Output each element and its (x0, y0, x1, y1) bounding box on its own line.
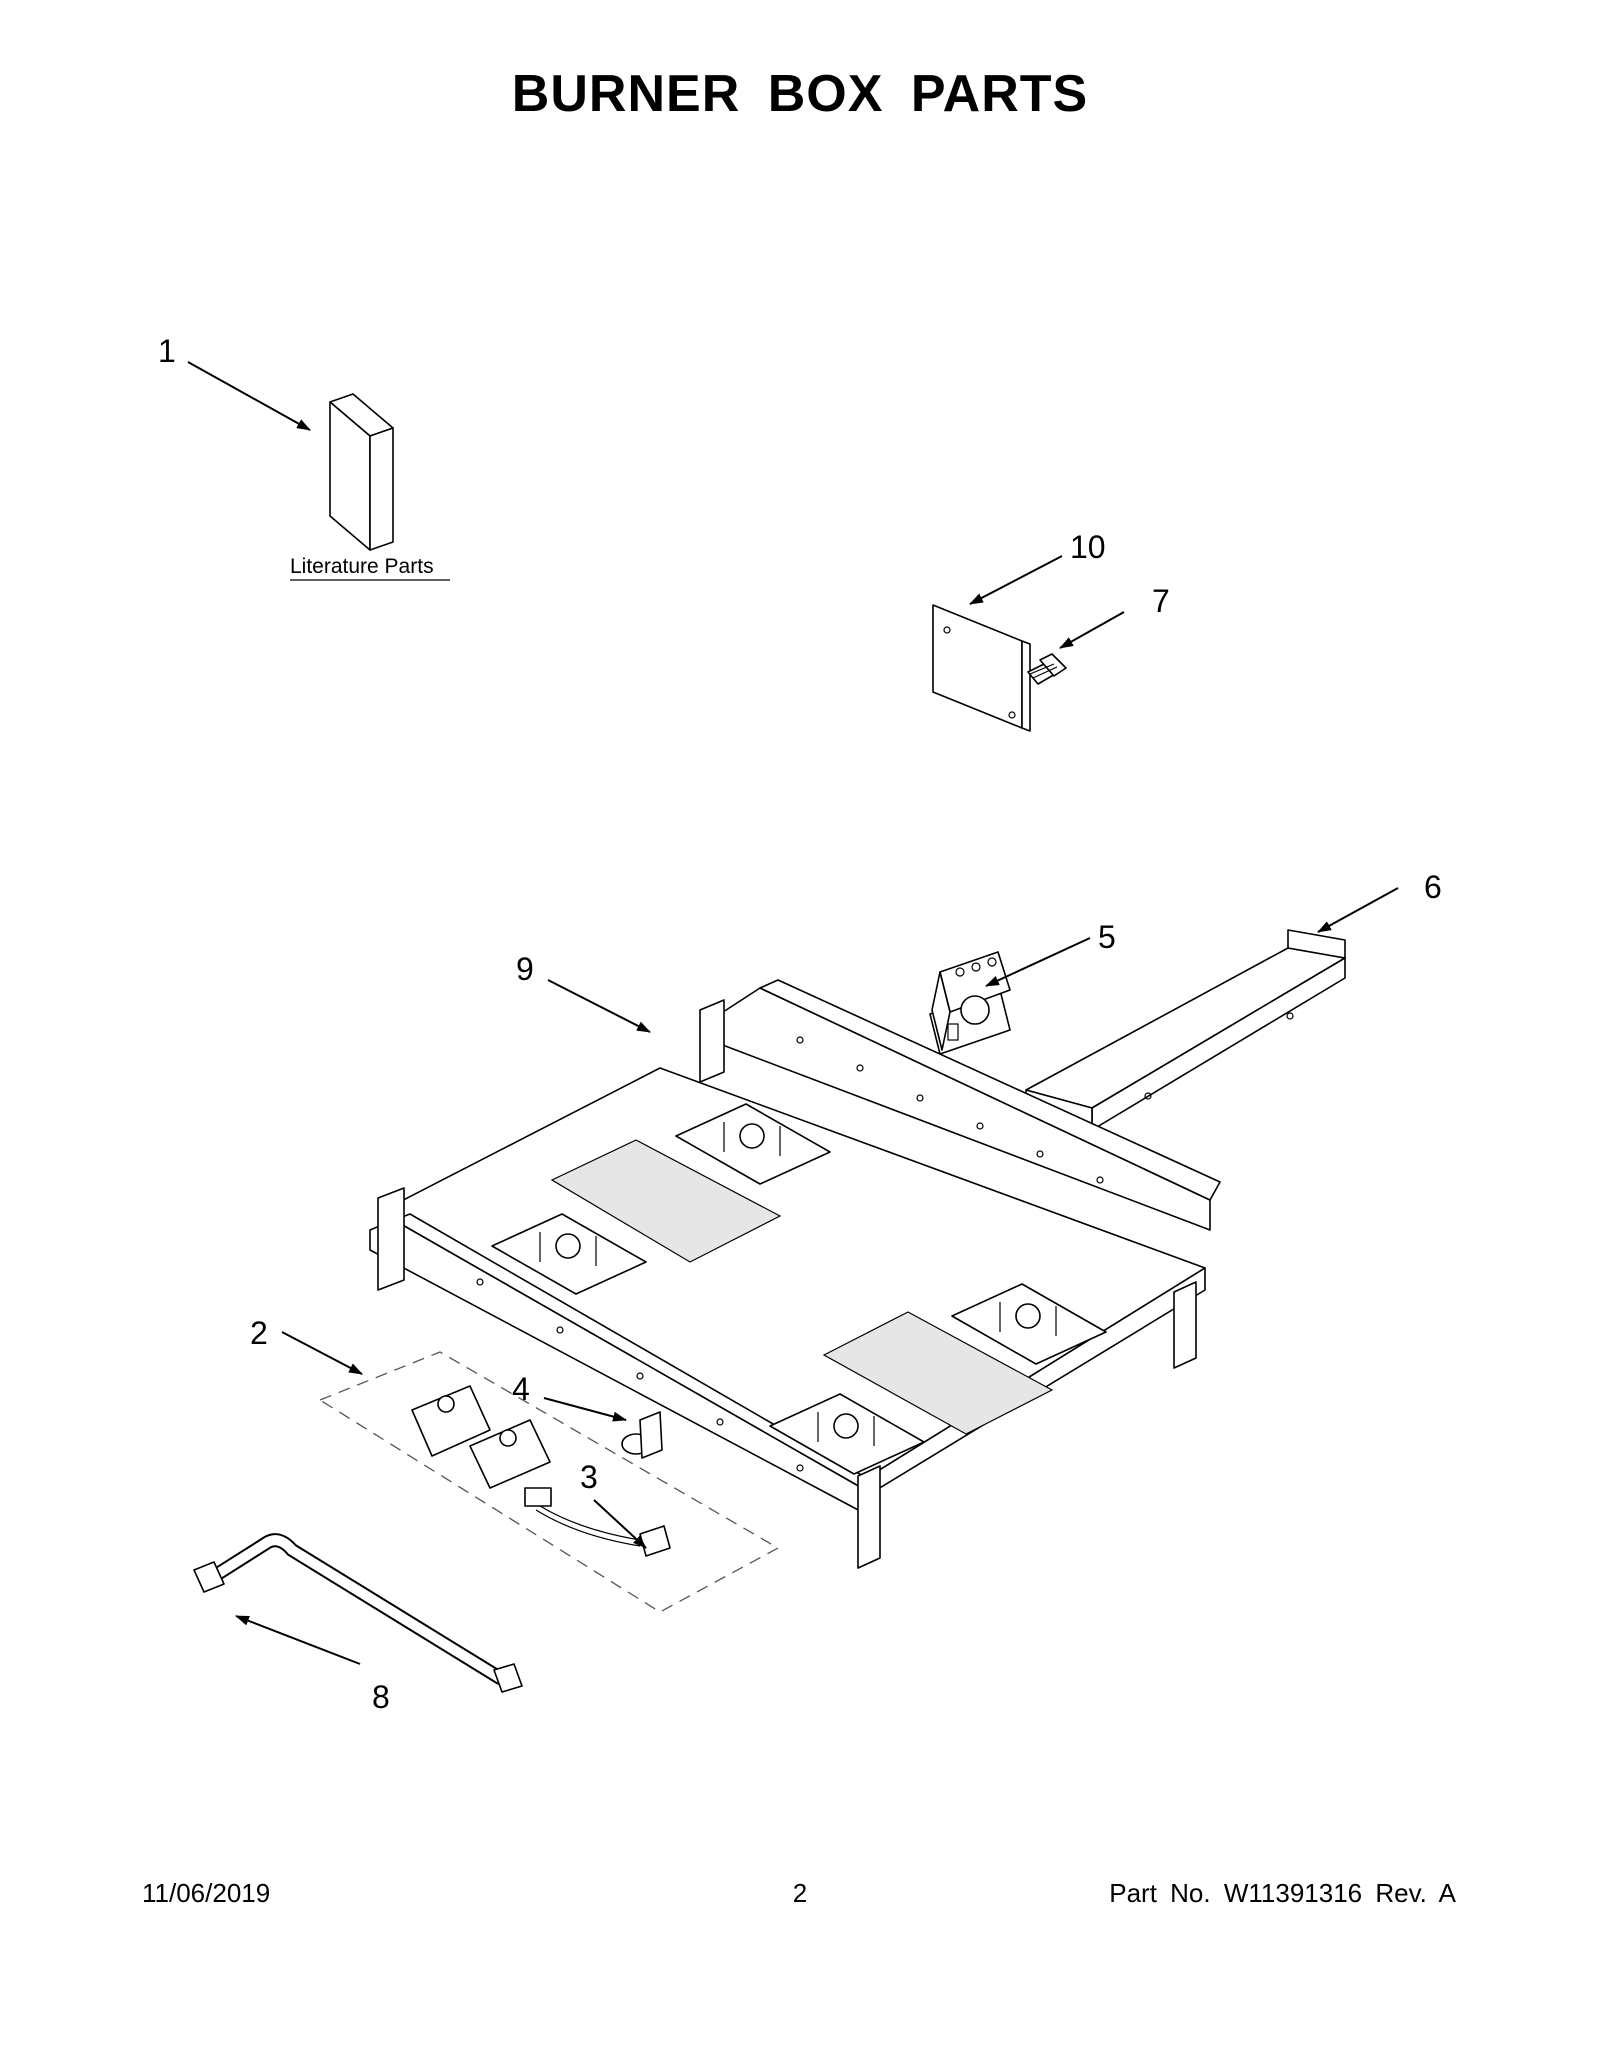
callout-1-leader (187, 361, 311, 431)
callout-1: 1 (158, 333, 176, 369)
literature-parts-label: Literature Parts (290, 555, 434, 578)
page-title: BURNER BOX PARTS (511, 65, 1089, 123)
gas-tube (193, 1533, 523, 1693)
rail-fitting (621, 1411, 663, 1459)
callout-2-leader (281, 1331, 363, 1375)
callout-6-leader (1317, 887, 1399, 933)
valve-assembly (318, 1351, 780, 1613)
footer-page-number: 2 (792, 1878, 808, 1908)
callout-4-leader (543, 1397, 627, 1422)
callout-2: 2 (250, 1315, 268, 1351)
callout-9-leader (547, 979, 651, 1033)
callout-4: 4 (512, 1371, 530, 1407)
callout-10-leader (969, 555, 1063, 605)
callout-3-leader (593, 1499, 647, 1549)
screw (1027, 653, 1067, 685)
bracket-plate (932, 604, 1031, 732)
footer-part-number: Part No. W11391316 Rev. A (1109, 1878, 1456, 1908)
callout-9: 9 (516, 951, 534, 987)
callout-7-leader (1059, 611, 1125, 649)
callout-10: 10 (1070, 529, 1106, 565)
control-module (929, 951, 1011, 1055)
callout-7: 7 (1152, 583, 1170, 619)
callout-8-leader (235, 1615, 361, 1665)
burner-box-base (369, 979, 1221, 1569)
callout-8: 8 (372, 1679, 390, 1715)
footer-date: 11/06/2019 (142, 1878, 271, 1908)
channel-cover (1025, 929, 1346, 1131)
literature-parts-booklet: Literature Parts (290, 393, 450, 581)
callout-5-leader (985, 937, 1091, 987)
callout-3: 3 (580, 1459, 598, 1495)
callout-5: 5 (1098, 919, 1116, 955)
callout-6: 6 (1424, 869, 1442, 905)
